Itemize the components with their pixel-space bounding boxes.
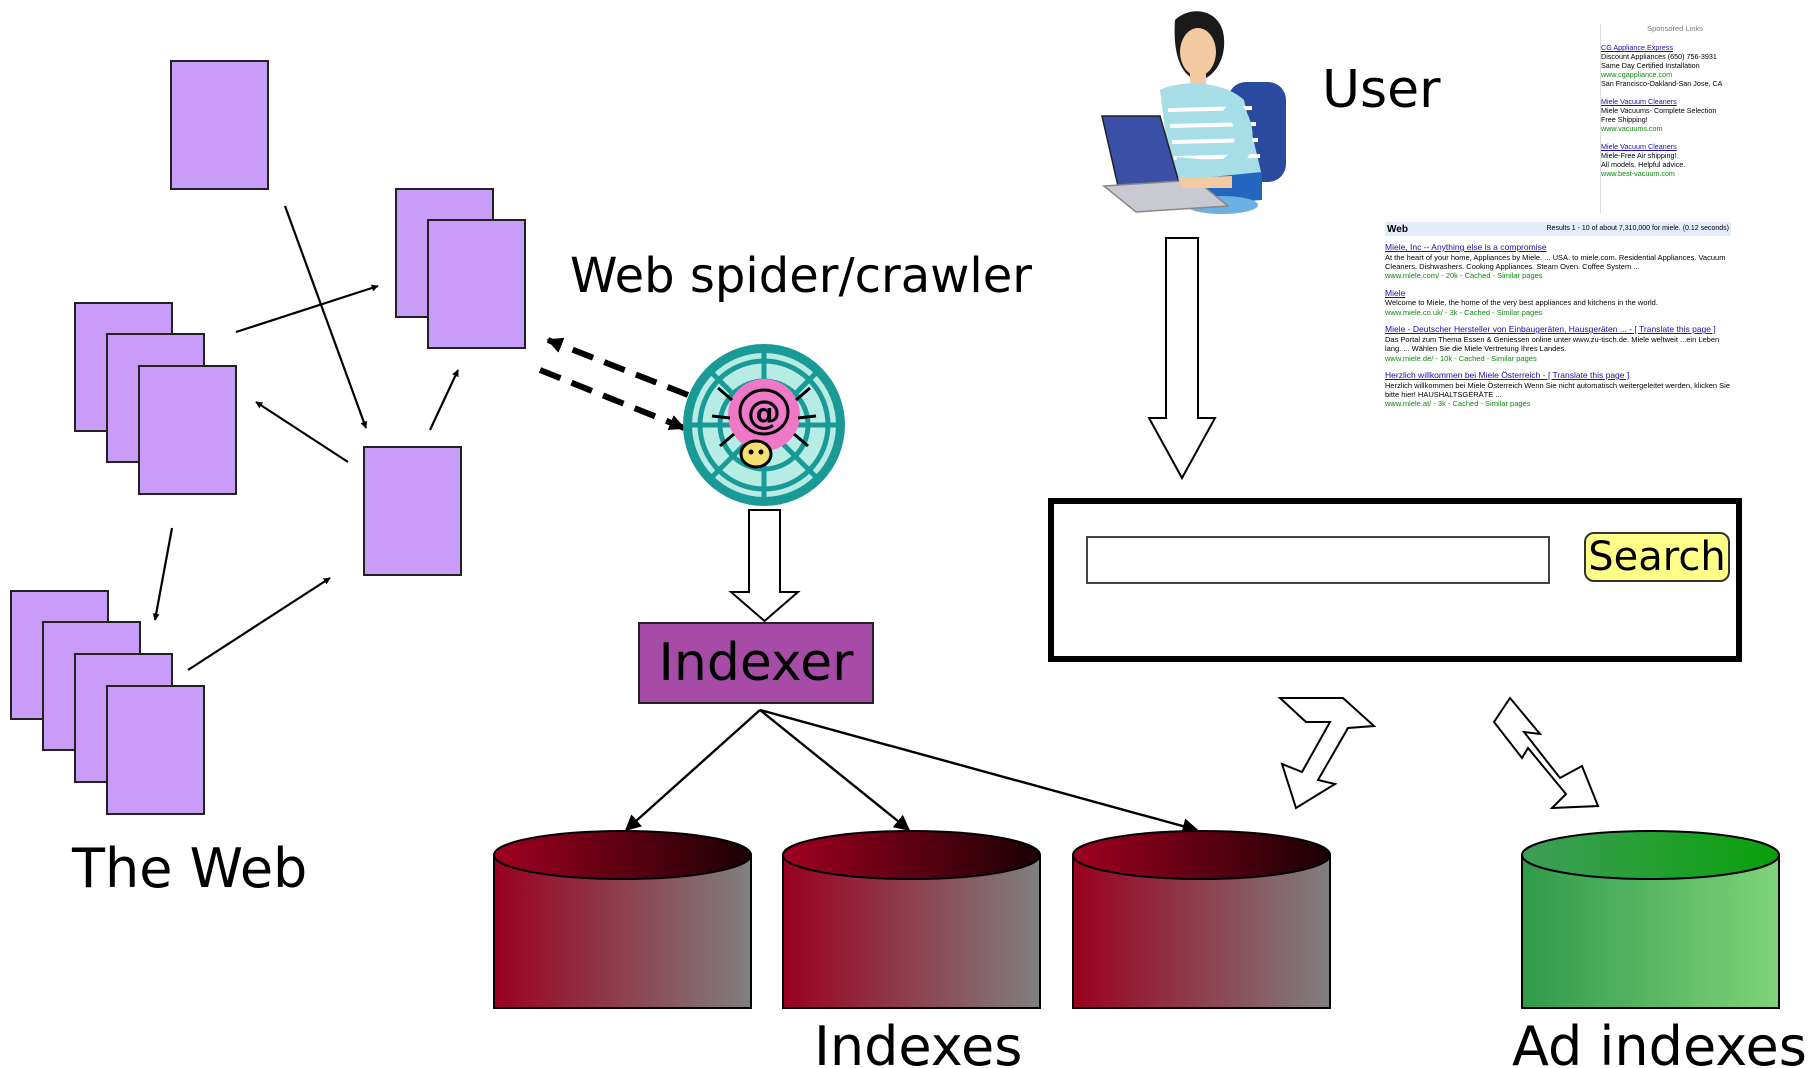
result-title-link[interactable]: Miele, Inc -- Anything else is a comprom… bbox=[1385, 242, 1547, 252]
search-button[interactable]: Search bbox=[1584, 532, 1730, 582]
result-item: Miele - Deutscher Hersteller von Einbaug… bbox=[1385, 324, 1731, 363]
svg-text:@: @ bbox=[747, 393, 781, 433]
user-to-search-arrow bbox=[1147, 237, 1217, 481]
spider-to-indexer-arrow bbox=[728, 509, 801, 623]
crawler-dashed-arrows bbox=[538, 337, 690, 431]
ad-url: www.vacuums.com bbox=[1601, 124, 1663, 134]
indexes-label: Indexes bbox=[814, 1015, 1023, 1068]
ad-text: All models. Helpful advice. bbox=[1601, 160, 1686, 170]
result-url: www.miele.de/ - 10k - Cached - Similar p… bbox=[1385, 353, 1537, 363]
indexer-box: Indexer bbox=[638, 622, 874, 704]
ad-title-link[interactable]: Miele Vacuum Cleaners bbox=[1601, 97, 1677, 107]
result-title-link[interactable]: Herzlich willkommen bei Miele Österreich… bbox=[1385, 369, 1630, 380]
ad-item: Miele Vacuum Cleaners Miele Vacuums- Com… bbox=[1601, 97, 1749, 133]
results-heading: Web bbox=[1387, 224, 1408, 235]
ad-text: Miele Vacuums- Complete Selection bbox=[1601, 106, 1717, 116]
result-snippet: Welcome to Miele, the home of the very b… bbox=[1385, 298, 1658, 308]
results-header-bar: Web Results 1 - 10 of about 7,310,000 fo… bbox=[1385, 222, 1731, 236]
search-box-frame: Search bbox=[1048, 498, 1742, 662]
ad-item: CG Appliance Express Discount Appliances… bbox=[1601, 43, 1749, 88]
result-item: Miele, Inc -- Anything else is a comprom… bbox=[1385, 242, 1731, 281]
user-label: User bbox=[1322, 60, 1441, 120]
result-title-link[interactable]: Miele - Deutscher Hersteller von Einbaug… bbox=[1385, 324, 1716, 335]
result-item: Herzlich willkommen bei Miele Österreich… bbox=[1385, 370, 1731, 409]
user-at-laptop-icon bbox=[1101, 11, 1286, 214]
result-url: www.miele.at/ - 3k - Cached - Similar pa… bbox=[1385, 399, 1531, 409]
ad-title-link[interactable]: CG Appliance Express bbox=[1601, 43, 1673, 53]
ad-index-cylinder bbox=[1521, 830, 1780, 1009]
web-page-single-middle bbox=[363, 446, 462, 576]
search-input[interactable] bbox=[1086, 536, 1550, 584]
results-stats: Results 1 - 10 of about 7,310,000 for mi… bbox=[1546, 225, 1730, 232]
web-page-stack-bottom bbox=[10, 590, 205, 815]
spider-crawler-label: Web spider/crawler bbox=[570, 248, 1033, 304]
ad-item: Miele Vacuum Cleaners Miele-Free Air shi… bbox=[1601, 142, 1749, 178]
result-item: Miele Welcome to Miele, the home of the … bbox=[1385, 288, 1731, 317]
index-cylinder-3 bbox=[1072, 830, 1331, 1009]
result-snippet: Das Portal zum Thema Essen & Geniessen o… bbox=[1385, 334, 1720, 354]
search-ads-double-arrow bbox=[1492, 696, 1600, 810]
result-snippet: At the heart of your home, Appliances by… bbox=[1385, 252, 1726, 271]
the-web-label: The Web bbox=[72, 837, 308, 900]
sponsored-heading: Sponsored Links bbox=[1647, 24, 1703, 33]
ad-text: Same Day Certified Installation bbox=[1601, 61, 1700, 71]
web-page-stack-upper-right bbox=[395, 188, 526, 349]
indexer-to-indexes-arrows bbox=[624, 708, 1199, 834]
spider-web-icon: @ bbox=[683, 344, 845, 506]
web-page-stack-left bbox=[74, 302, 237, 495]
result-url: www.miele.com/ - 20k - Cached - Similar … bbox=[1385, 271, 1543, 281]
ad-indexes-label: Ad indexes bbox=[1512, 1015, 1807, 1068]
result-snippet: Herzlich willkommen bei Miele Österreich… bbox=[1385, 380, 1731, 399]
ad-title-link[interactable]: Miele Vacuum Cleaners bbox=[1601, 142, 1677, 152]
ad-url: www.cgappliance.com bbox=[1601, 70, 1673, 80]
web-page-single-top bbox=[170, 60, 269, 190]
result-title-link[interactable]: Miele bbox=[1385, 287, 1406, 298]
index-cylinder-1 bbox=[493, 830, 752, 1009]
sponsored-links-panel: Sponsored Links CG Appliance Express Dis… bbox=[1600, 24, 1749, 214]
indexer-label: Indexer bbox=[658, 633, 854, 693]
ad-text: Miele-Free Air shipping! bbox=[1601, 151, 1677, 161]
ad-text: Free Shipping! bbox=[1601, 115, 1648, 125]
ad-url: www.best-vacuum.com bbox=[1601, 169, 1675, 179]
ad-text: Discount Appliances (650) 756-3931 bbox=[1601, 52, 1717, 62]
link-arrows bbox=[152, 205, 459, 671]
search-indexes-double-arrow bbox=[1277, 697, 1377, 810]
search-results-page: Web Results 1 - 10 of about 7,310,000 fo… bbox=[1385, 222, 1731, 432]
ad-location: San Francisco-Oakland-San Jose, CA bbox=[1601, 79, 1723, 89]
index-cylinder-2 bbox=[782, 830, 1041, 1009]
result-url: www.miele.co.uk/ - 3k - Cached - Similar… bbox=[1385, 307, 1543, 317]
